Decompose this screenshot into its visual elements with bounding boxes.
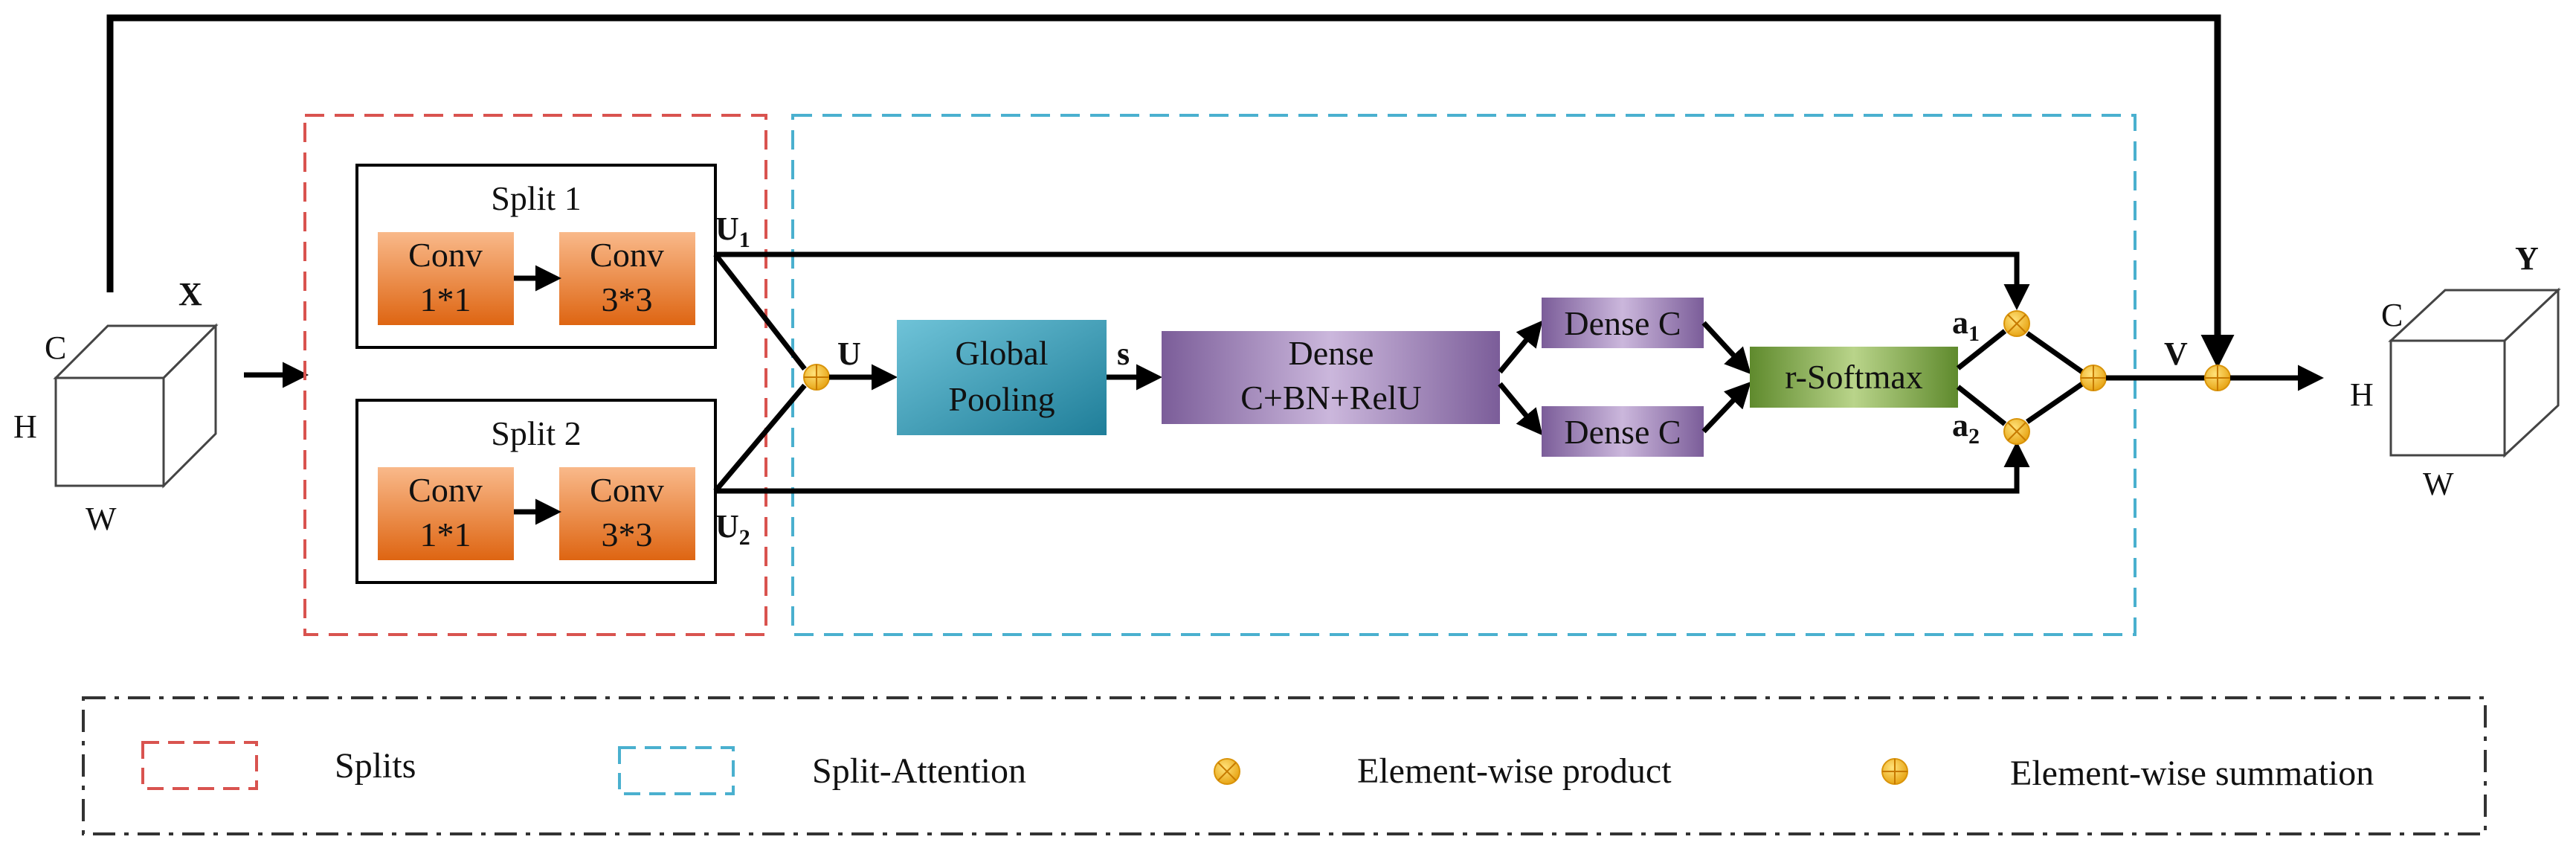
dense-c2-to-softmax <box>1701 381 1751 434</box>
legend-summation-icon <box>1881 758 1908 785</box>
u1-to-sum <box>713 252 807 371</box>
legend-split-attention-swatch <box>618 746 735 795</box>
s-label: s <box>1117 336 1130 372</box>
output-w-label: W <box>2423 466 2454 502</box>
a1-label: a1 <box>1952 304 1980 346</box>
r-softmax-label: r-Softmax <box>1785 358 1923 396</box>
u1-label: U1 <box>715 211 750 252</box>
legend-product-label: Element-wise product <box>1357 751 1672 791</box>
legend-splits-label: Splits <box>335 746 416 786</box>
split-1-conv3x3-line2: 3*3 <box>602 280 653 318</box>
u-label: U <box>837 336 861 372</box>
split-2-conv3x3 <box>559 467 695 560</box>
v-label: V <box>2164 336 2188 372</box>
split-attention-region <box>791 114 2137 636</box>
softmax-to-a2 <box>1956 385 2007 426</box>
output-tensor-cube <box>2388 287 2561 458</box>
u2-label: U2 <box>715 508 750 550</box>
input-w-label: W <box>86 501 117 537</box>
split-2-conv3x3-line1: Conv <box>590 471 664 509</box>
dense-to-dense-c1 <box>1498 320 1543 374</box>
dense-c1-to-softmax <box>1701 321 1751 375</box>
u1-bypass-path <box>715 251 2030 310</box>
a1-to-sum <box>2025 331 2084 374</box>
a2-product-node <box>2003 418 2030 445</box>
dense-line1: Dense <box>1289 334 1374 372</box>
u2-bypass-path <box>715 441 2030 494</box>
legend-summation-label: Element-wise summation <box>2010 754 2374 793</box>
output-h-label: H <box>2350 376 2374 413</box>
input-h-label: H <box>13 408 37 445</box>
input-label: X <box>178 276 202 312</box>
legend-split-attention-label: Split-Attention <box>812 751 1026 791</box>
split-2-conv1x1-line1: Conv <box>408 471 483 509</box>
a2-label: a2 <box>1952 407 1980 449</box>
legend-box <box>82 696 2487 835</box>
input-c-label: C <box>45 330 66 366</box>
dense-to-dense-c2 <box>1498 382 1543 436</box>
output-label: Y <box>2515 240 2539 277</box>
global-pooling-box <box>897 320 1107 435</box>
global-pooling-line2: Pooling <box>948 380 1054 418</box>
u2-to-sum <box>713 383 807 493</box>
attention-summation-node <box>2080 365 2107 391</box>
split-2-title: Split 2 <box>491 414 581 452</box>
split-2-conv1x1-line2: 1*1 <box>420 516 471 553</box>
dense-c-2-label: Dense C <box>1564 413 1681 451</box>
dense-bn-relu-box <box>1162 331 1500 424</box>
split-1-conv3x3 <box>559 232 695 325</box>
u-summation-node <box>803 364 830 391</box>
split-1-conv1x1 <box>378 232 514 325</box>
dense-line2: C+BN+RelU <box>1240 379 1422 417</box>
splits-region <box>303 114 767 636</box>
output-c-label: C <box>2381 297 2403 333</box>
split-1-conv1x1-line2: 1*1 <box>420 280 471 318</box>
global-pooling-line1: Global <box>955 334 1048 372</box>
v-summation-node <box>2204 365 2231 391</box>
r-softmax-box <box>1750 347 1958 408</box>
softmax-to-a1 <box>1956 329 2007 370</box>
dense-c-2-box <box>1542 406 1704 457</box>
skip-connection <box>106 14 2235 368</box>
a1-product-node <box>2003 310 2030 337</box>
split-1-title: Split 1 <box>491 179 581 217</box>
dense-c-1-label: Dense C <box>1564 304 1681 342</box>
legend-splits-swatch <box>141 741 258 790</box>
split-2-conv1x1 <box>378 467 514 560</box>
split-1-conv3x3-line1: Conv <box>590 236 664 274</box>
dense-c-1-box <box>1542 298 1704 348</box>
a2-to-sum <box>2026 382 2084 424</box>
split-2-conv3x3-line2: 3*3 <box>602 516 653 553</box>
input-tensor-cube <box>53 323 219 489</box>
split-1-conv1x1-line1: Conv <box>408 236 483 274</box>
legend-product-icon <box>1214 758 1240 785</box>
